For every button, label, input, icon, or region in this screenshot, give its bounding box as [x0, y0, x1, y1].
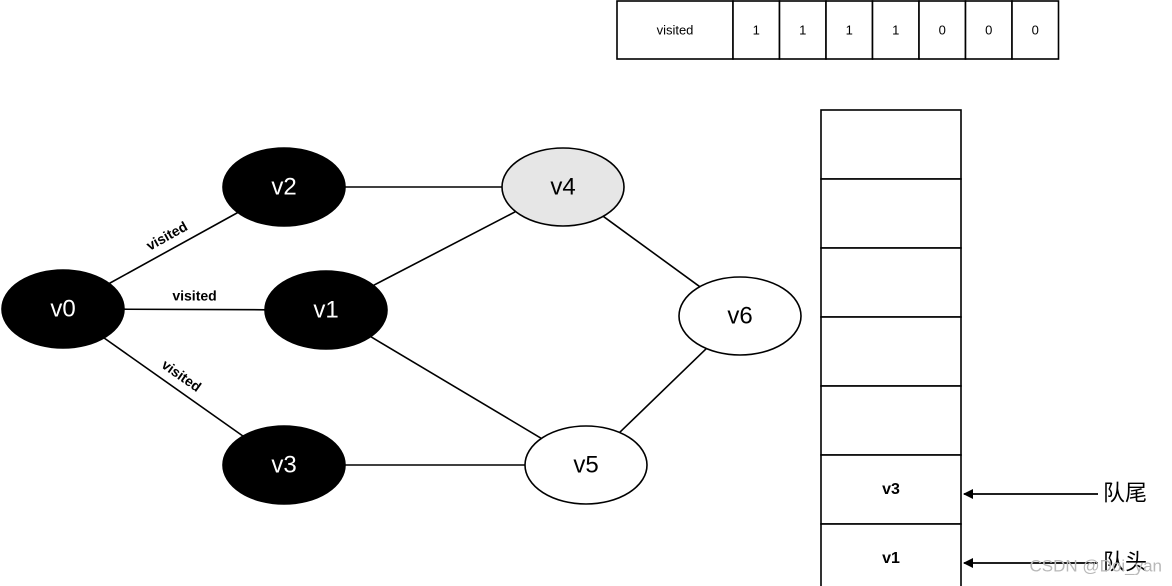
node-v3-label: v3 [271, 452, 296, 479]
node-v0-label: v0 [50, 296, 75, 323]
queue-cell [820, 178, 962, 249]
node-v6: v6 [678, 276, 802, 356]
queue-cell-value: v1 [882, 550, 900, 567]
node-v3: v3 [222, 425, 346, 505]
queue: v3 v1 [820, 109, 962, 586]
visited-array-cell: 0 [964, 0, 1013, 60]
visited-array-cell: 1 [732, 0, 781, 60]
head-label: 队头 [1103, 551, 1147, 576]
queue-pointers: 队尾 队头 [963, 482, 1147, 576]
edge-label-v0-v2: visited [143, 218, 190, 253]
edge-v1-v4 [372, 210, 517, 287]
node-v4-shape [501, 147, 625, 227]
visited-array-label: visited [657, 23, 694, 38]
edge-v0-v2 [108, 211, 239, 285]
edge-v4-v6 [602, 215, 701, 288]
node-v0-shape [1, 269, 125, 349]
visited-array-cell: 0 [918, 0, 967, 60]
edge-label-v0-v1: visited [172, 287, 216, 303]
visited-array-value: 0 [939, 23, 946, 38]
visited-array-cell: 1 [778, 0, 827, 60]
node-v1: v1 [264, 270, 388, 350]
edge-v5-v6 [619, 347, 707, 434]
node-v4: v4 [501, 147, 625, 227]
node-v5: v5 [524, 425, 648, 505]
tail-label: 队尾 [1103, 482, 1147, 507]
visited-array-value: 0 [1032, 23, 1039, 38]
visited-array-value: 1 [846, 23, 853, 38]
visited-array: visited 1 1 1 1 0 0 0 [616, 0, 1060, 60]
graph-edges [103, 186, 707, 466]
node-v2: v2 [222, 147, 346, 227]
node-v5-label: v5 [573, 452, 598, 479]
graph-nodes: v0 v1 v2 v3 v4 v5 v6 [1, 147, 802, 505]
visited-array-label-cell: visited [616, 0, 734, 60]
queue-cell [820, 247, 962, 318]
node-v1-label: v1 [313, 297, 338, 324]
visited-array-cell: 1 [871, 0, 920, 60]
node-v6-shape [678, 276, 802, 356]
visited-array-value: 0 [985, 23, 992, 38]
queue-cell: v3 [820, 454, 962, 525]
node-v5-shape [524, 425, 648, 505]
node-v6-label: v6 [727, 303, 752, 330]
node-v3-shape [222, 425, 346, 505]
node-v2-shape [222, 147, 346, 227]
edge-v1-v5 [370, 335, 542, 440]
queue-cell [820, 385, 962, 456]
queue-cell [820, 109, 962, 180]
queue-cell [820, 316, 962, 387]
node-v0: v0 [1, 269, 125, 349]
watermark: CSDN @Doi_yan [1029, 557, 1162, 576]
node-v1-shape [264, 270, 388, 350]
visited-array-value: 1 [892, 23, 899, 38]
visited-array-cell: 1 [825, 0, 874, 60]
queue-cell: v1 [820, 523, 962, 586]
edge-label-v0-v3: visited [159, 356, 204, 395]
edge-v0-v1 [123, 308, 266, 311]
visited-array-cell: 0 [1011, 0, 1060, 60]
visited-array-value: 1 [799, 23, 806, 38]
node-v4-label: v4 [550, 174, 575, 201]
node-v2-label: v2 [271, 174, 296, 201]
queue-cell-value: v3 [882, 481, 900, 498]
visited-array-value: 1 [753, 23, 760, 38]
edge-v0-v3 [103, 337, 244, 437]
